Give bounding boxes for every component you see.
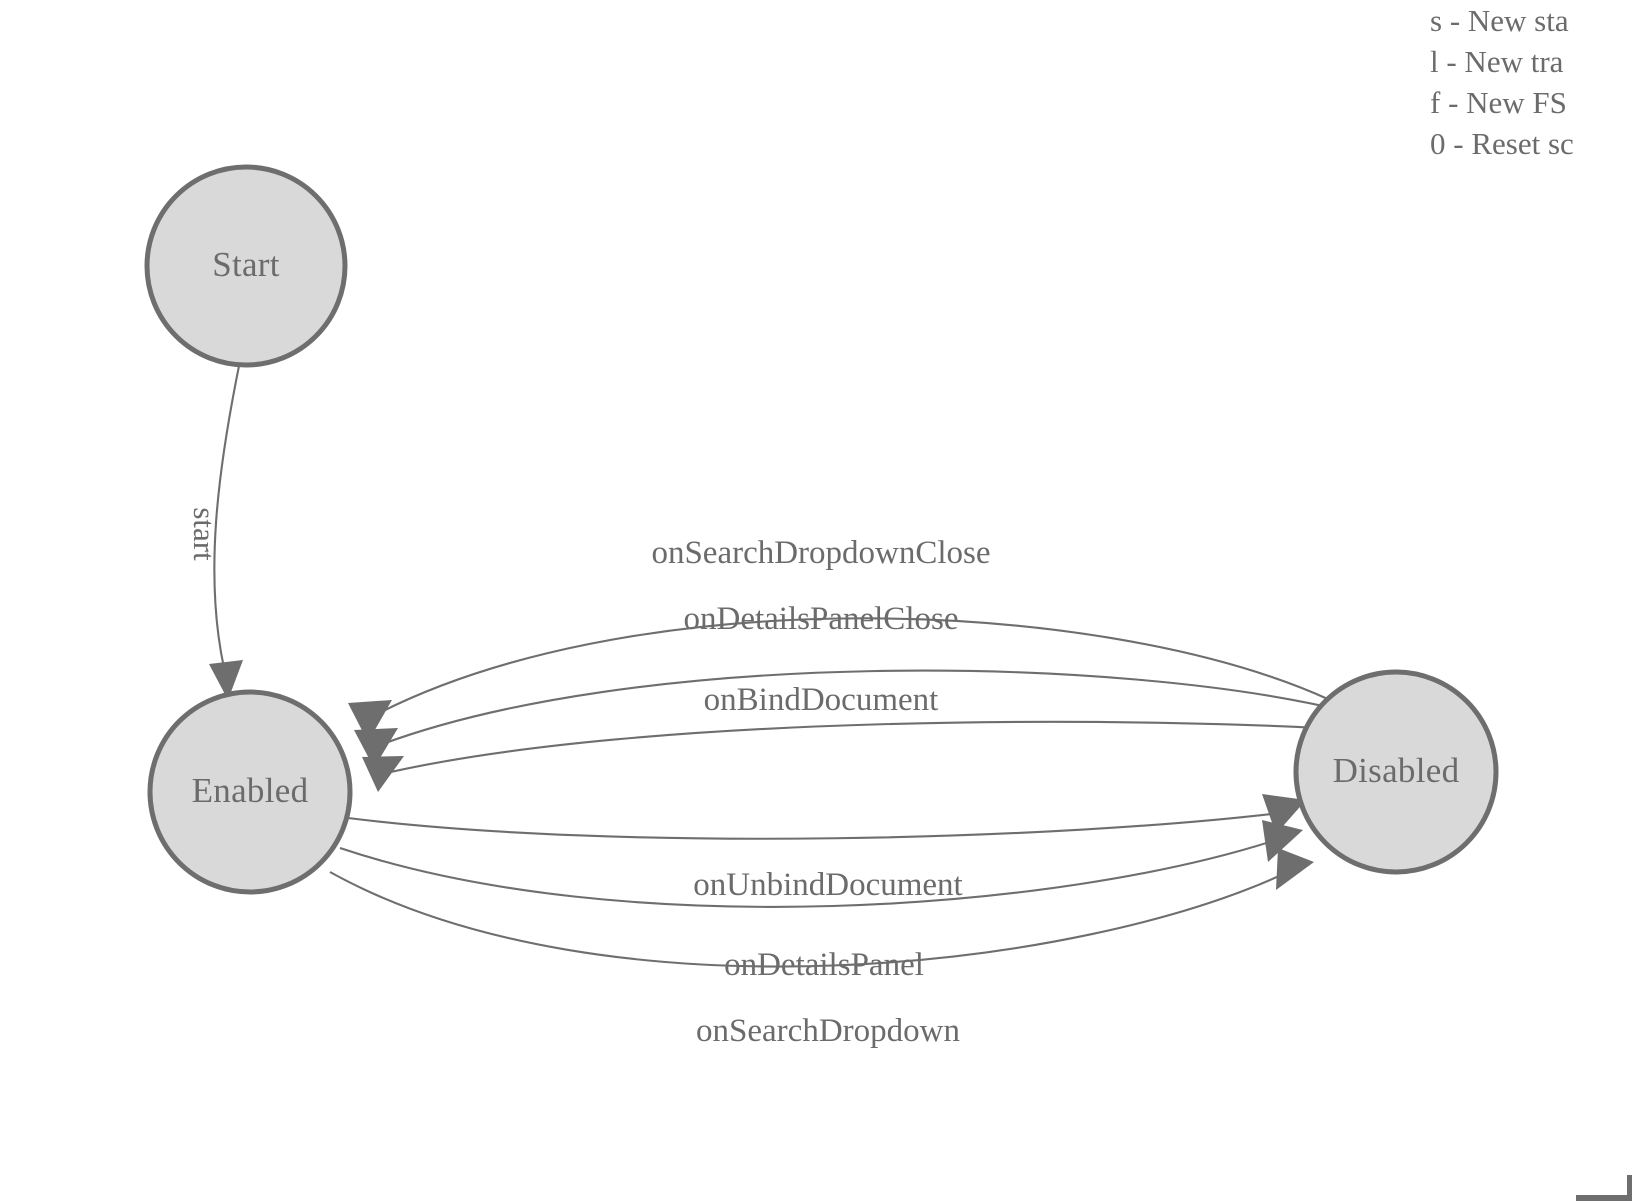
resize-handle[interactable] [1570, 1175, 1632, 1204]
state-node-disabled-label: Disabled [1333, 751, 1460, 790]
transition-on-unbind-document-path [347, 810, 1289, 840]
state-node-disabled[interactable]: Disabled [1293, 669, 1499, 875]
transition-on-details-panel[interactable]: onDetailsPanel [339, 820, 1303, 983]
transition-start-path [213, 365, 241, 669]
state-node-enabled-label: Enabled [192, 771, 309, 810]
state-node-start-circle[interactable] [144, 164, 348, 368]
transition-on-search-dropdown-path [329, 869, 1293, 968]
transition-on-details-panel-close-label: onDetailsPanelClose [684, 601, 959, 637]
transition-on-details-panel-close-path [371, 669, 1350, 749]
transition-on-details-panel-close-arrowhead [354, 728, 398, 768]
transition-on-search-dropdown-close[interactable]: onSearchDropdownClose [348, 535, 1331, 742]
transition-start-label: start [187, 507, 222, 561]
transition-on-search-dropdown-close-path [361, 617, 1331, 723]
transition-on-search-dropdown[interactable]: onSearchDropdown [329, 848, 1314, 1049]
transition-on-bind-document-label: onBindDocument [704, 682, 939, 718]
transition-on-search-dropdown-arrowhead [1276, 848, 1314, 890]
state-node-disabled-circle[interactable] [1293, 669, 1499, 875]
transition-start-arrowhead [209, 660, 243, 700]
states-layer: Start Enabled Disabled [144, 164, 1499, 895]
transition-on-bind-document-path [381, 720, 1356, 776]
transition-on-details-panel-arrowhead [1262, 820, 1303, 862]
transition-on-details-panel-close[interactable]: onDetailsPanelClose [354, 601, 1350, 768]
transition-on-details-panel-path [339, 837, 1283, 908]
state-node-start[interactable]: Start [144, 164, 348, 368]
transition-on-unbind-document-label: onUnbindDocument [693, 867, 962, 903]
state-node-start-label: Start [212, 245, 280, 284]
transition-on-bind-document-arrowhead [362, 756, 404, 792]
transitions-layer: start onSearchDropdownClose onDetailsPan… [187, 365, 1356, 1049]
state-node-enabled-circle[interactable] [147, 689, 353, 895]
state-node-enabled[interactable]: Enabled [147, 689, 353, 895]
resize-handle-vertical-bar [1627, 1175, 1632, 1201]
transition-on-search-dropdown-close-label: onSearchDropdownClose [651, 535, 990, 571]
transition-start[interactable]: start [187, 365, 243, 700]
transition-on-unbind-document[interactable]: onUnbindDocument [347, 794, 1306, 903]
resize-handle-horizontal-bar [1576, 1195, 1632, 1201]
transition-on-bind-document[interactable]: onBindDocument [362, 682, 1356, 792]
transition-on-search-dropdown-close-arrowhead [348, 700, 392, 742]
transition-on-search-dropdown-label: onSearchDropdown [696, 1013, 960, 1049]
